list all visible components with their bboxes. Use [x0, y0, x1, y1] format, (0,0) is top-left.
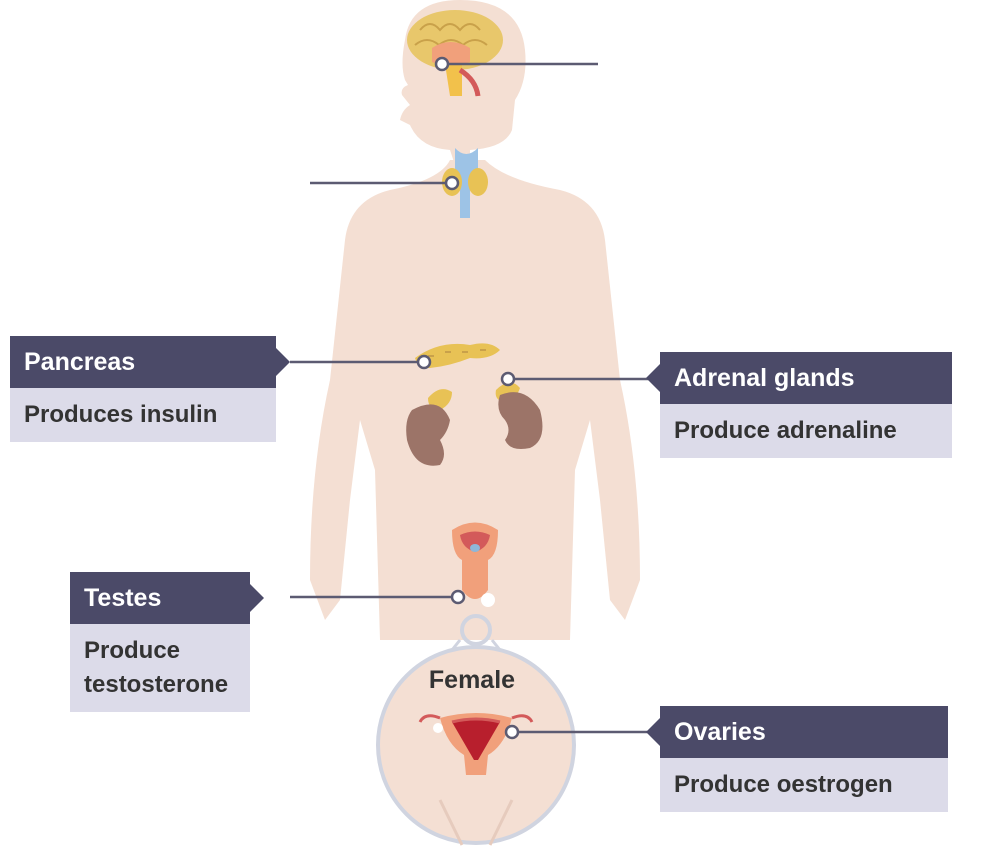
pancreas: [415, 343, 500, 368]
testes-label-title: Testes: [70, 572, 264, 624]
pancreas-label: Pancreas Produces insulin: [10, 336, 290, 442]
kidneys: [406, 392, 543, 466]
adrenal-glands-label-title: Adrenal glands: [646, 352, 952, 404]
female-inset-title: Female: [428, 666, 516, 694]
male-reproductive-organs: [452, 522, 498, 607]
ovaries-label: Ovaries Produce oestrogen: [646, 706, 948, 812]
pointer-lines: [290, 56, 658, 740]
female-inset: [376, 614, 576, 846]
ovaries-label-title: Ovaries: [646, 706, 948, 758]
adrenal-glands-label-description: Produce adrenaline: [660, 404, 952, 458]
adrenal-glands-label: Adrenal glands Produce adrenaline: [646, 352, 952, 458]
pancreas-label-title: Pancreas: [10, 336, 290, 388]
testes-label-description: Produce testosterone: [70, 624, 250, 712]
thyroid-gland: [442, 148, 488, 218]
testes-label: Testes Produce testosterone: [70, 572, 264, 712]
pancreas-label-description: Produces insulin: [10, 388, 276, 442]
ovaries-label-description: Produce oestrogen: [660, 758, 948, 812]
